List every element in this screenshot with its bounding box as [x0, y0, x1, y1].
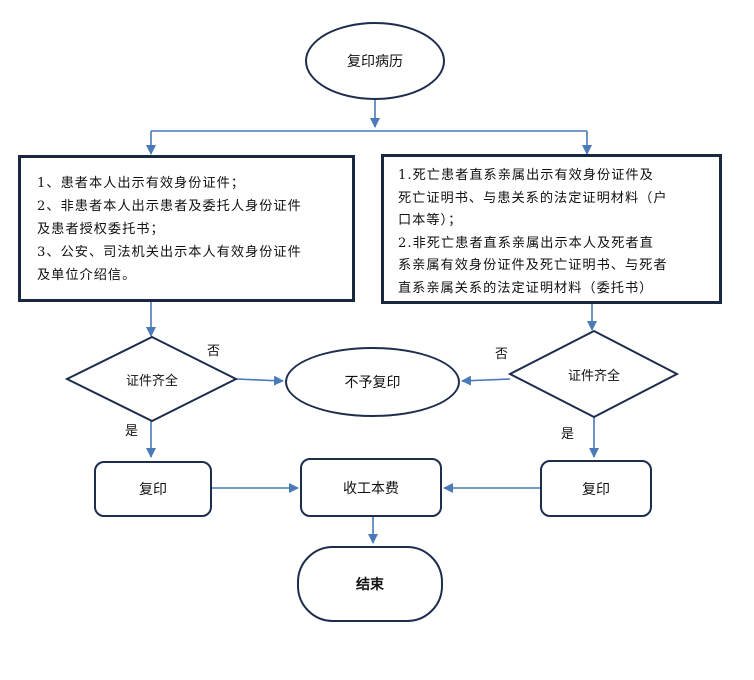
check-left-label: 证件齐全	[125, 374, 178, 389]
no-left-label: 否	[207, 344, 221, 359]
left-requirement-line: 及单位介绍信。	[37, 268, 137, 283]
left-requirement-line: 3、公安、司法机关出示本人有效身份证件	[37, 245, 302, 260]
left-requirement-line: 2、非患者本人出示患者及委托人身份证件	[37, 199, 302, 214]
no-right-label: 否	[495, 347, 509, 362]
end-node: 结束	[297, 546, 443, 622]
check-diamond-right	[507, 329, 680, 419]
copy-left-node: 复印	[94, 461, 212, 517]
reject-label: 不予复印	[344, 375, 401, 391]
check-diamond-left	[64, 335, 239, 423]
end-label: 结束	[356, 577, 384, 593]
copy-left-label: 复印	[139, 482, 167, 498]
arrow-left-check-to-reject	[235, 375, 284, 386]
left-requirement-line: 及患者授权委托书；	[37, 222, 165, 237]
start-node: 复印病历	[305, 22, 445, 100]
copy-right-label: 复印	[582, 481, 610, 498]
arrow-right-check-to-reject	[461, 375, 511, 386]
fee-node: 收工本费	[300, 458, 442, 517]
left-requirement-line: 1、患者本人出示有效身份证件；	[37, 176, 246, 191]
right-requirement-line: 2.非死亡患者直系亲属出示本人及死者直	[398, 235, 654, 251]
right-requirement-line: 口本等）；	[398, 213, 463, 228]
reject-node: 不予复印	[285, 347, 460, 417]
right-requirement-line: 系亲属有效身份证件及死亡证明书、与死者	[398, 258, 668, 273]
start-label: 复印病历	[347, 54, 403, 70]
yes-left-label: 是	[125, 424, 139, 439]
check-right-label: 证件齐全	[567, 369, 620, 384]
right-requirements-box: 1.死亡患者直系亲属出示有效身份证件及 死亡证明书、与患关系的法定证明材料（户 …	[381, 154, 722, 304]
right-requirement-line: 直系亲属关系的法定证明材料（委托书）	[398, 280, 654, 296]
right-requirement-line: 死亡证明书、与患关系的法定证明材料（户	[398, 190, 668, 206]
copy-right-node: 复印	[540, 460, 652, 517]
left-requirements-box: 1、患者本人出示有效身份证件； 2、非患者本人出示患者及委托人身份证件 及患者授…	[18, 155, 355, 302]
fee-label: 收工本费	[343, 480, 399, 497]
yes-right-label: 是	[561, 427, 575, 442]
right-requirement-line: 1.死亡患者直系亲属出示有效身份证件及	[398, 168, 654, 183]
